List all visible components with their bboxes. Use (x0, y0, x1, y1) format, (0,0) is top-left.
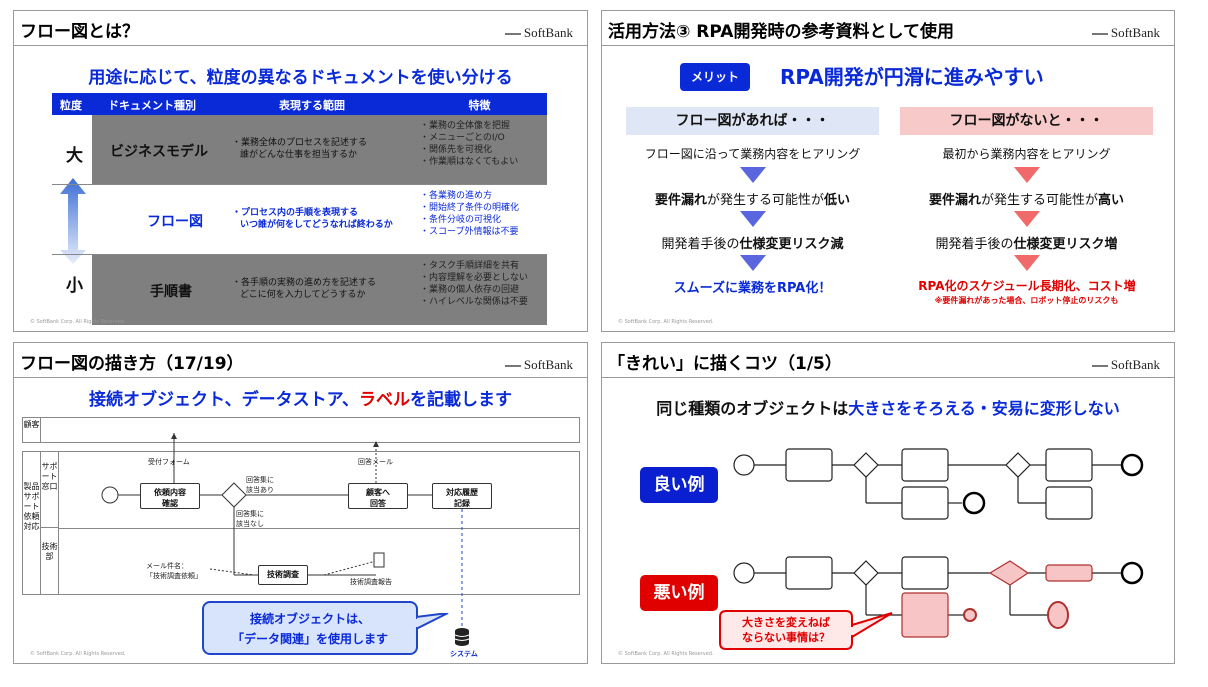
right-step-requirements: 要件漏れが発生する可能性が高い (928, 193, 1125, 208)
doc-type-manual: 手順書 (150, 284, 192, 300)
title-divider (14, 45, 587, 46)
slide-drawing-tips: 「きれい」に描くコツ（1/5） SoftBank 同じ種類のオブジェクトは大きさ… (601, 342, 1175, 664)
right-step-hearing: 最初から業務内容をヒアリング (942, 147, 1111, 161)
pool-label: 製品サポート依頼対応 (23, 452, 41, 594)
copyright: © SoftBank Corp. All Rights Reserved. (618, 651, 714, 657)
with-flow-header: フロー図があれば・・・ (626, 107, 879, 135)
title-divider (602, 377, 1174, 378)
doc-type-business-model: ビジネスモデル (110, 144, 208, 160)
task-tech-investigation: 技術調査 (258, 565, 308, 585)
callout-size-question: 大きさを変えねばならない事情は？ (742, 616, 830, 644)
header-doc-type: ドキュメント種別 (108, 99, 196, 112)
task-reply-customer: 顧客へ回答 (348, 483, 408, 509)
features-list: ・タスク手順詳細を共有・内容理解を必要としない・業務の個人依存の回避・ハイレベル… (420, 261, 529, 307)
scope-text: ・プロセス内の手順を表現するいつ誰が何をしてどうなれば終わるか (232, 208, 393, 230)
slide-heading: 接続オブジェクト、データストア、ラベルを記載します (89, 390, 512, 410)
slide-title: フロー図の描き方（17/19） (20, 354, 244, 374)
down-arrow-icon (740, 167, 766, 183)
task-confirm-request: 依頼内容確認 (140, 483, 200, 509)
slide-rpa-reference: 活用方法③ RPA開発時の参考資料として使用 SoftBank メリット RPA… (601, 10, 1175, 332)
scope-text: ・各手順の実務の進め方を記述するどこに何を入力してどうするか (232, 278, 377, 300)
task-record-history: 対応履歴記録 (432, 483, 492, 509)
database-icon (454, 628, 470, 646)
copyright: © SoftBank Corp. All Rights Reserved. (618, 319, 714, 325)
lane-support-label: サポート窓口 (41, 452, 59, 528)
lane-customer-label: 顧客 (23, 418, 41, 442)
callout-connector-note: 接続オブジェクトは、「データ関連」を使用します (202, 601, 418, 655)
copyright: © SoftBank Corp. All Rights Reserved. (30, 651, 126, 657)
down-arrow-icon (740, 255, 766, 271)
down-arrow-icon (1014, 211, 1040, 227)
left-step-hearing: フロー図に沿って業務内容をヒアリング (644, 147, 861, 161)
table-row: ビジネスモデル ・業務全体のプロセスを記述する誰がどんな仕事を担当するか ・業務… (52, 115, 547, 185)
slide-heading: 同じ種類のオブジェクトは大きさをそろえる・安易に変形しない (656, 399, 1120, 418)
merit-badge: メリット (680, 63, 750, 91)
down-arrow-icon (1014, 167, 1040, 183)
softbank-logo: SoftBank (504, 357, 573, 373)
callout-pointer (416, 613, 449, 631)
left-step-risk: 開発着手後の仕様変更リスク減 (661, 237, 844, 252)
slide-title: 「きれい」に描くコツ（1/5） (608, 354, 842, 374)
label-tech-report: 技術調査報告 (350, 578, 392, 586)
good-example-label: 良い例 (640, 467, 718, 503)
slide-flow-diagram-definition: フロー図とは？ SoftBank 用途に応じて、粒度の異なるドキュメントを使い分… (13, 10, 588, 332)
label-no-match-faq: 回答集に該当なし (236, 510, 264, 528)
bad-example-label: 悪い例 (640, 575, 718, 611)
scope-text: ・業務全体のプロセスを記述する誰がどんな仕事を担当するか (232, 138, 368, 160)
granularity-arrow-icon (60, 178, 86, 264)
example-flows (719, 448, 1144, 650)
softbank-logo: SoftBank (1091, 357, 1160, 373)
down-arrow-icon (1014, 255, 1040, 271)
table-row: フロー図 ・プロセス内の手順を表現するいつ誰が何をしてどうなれば終わるか ・各業… (52, 185, 547, 255)
right-step-risk: 開発着手後の仕様変更リスク増 (935, 237, 1118, 252)
down-arrow-icon (740, 211, 766, 227)
merit-headline: RPA開発が円滑に進みやすい (780, 65, 1044, 89)
label-receive-form: 受付フォーム (148, 458, 190, 466)
lane-tech-label: 技術部 (41, 528, 59, 594)
lane-customer: 顧客 (22, 417, 580, 443)
right-result: RPA化のスケジュール長期化、コスト増 (918, 279, 1136, 293)
header-features: 特徴 (468, 99, 491, 112)
left-step-requirements: 要件漏れが発生する可能性が低い (654, 193, 851, 208)
slide-flow-drawing: フロー図の描き方（17/19） SoftBank 接続オブジェクト、データストア… (13, 342, 588, 664)
table-row: 手順書 ・各手順の実務の進め方を記述するどこに何を入力してどうするか ・タスク手… (52, 255, 547, 325)
title-divider (14, 377, 587, 378)
label-matches-faq: 回答集に該当あり (246, 476, 274, 494)
label-system: システム (450, 650, 478, 658)
right-note: ※要件漏れがあった場合、ロボット停止のリスクも (934, 296, 1119, 305)
softbank-logo: SoftBank (504, 25, 573, 41)
softbank-logo: SoftBank (1091, 25, 1160, 41)
slide-title: 活用方法③ RPA開発時の参考資料として使用 (608, 22, 954, 42)
level-large: 大 (66, 146, 83, 166)
without-flow-header: フロー図がないと・・・ (900, 107, 1153, 135)
slide-title: フロー図とは？ (20, 22, 139, 42)
header-scope: 表現する範囲 (279, 99, 345, 112)
features-list: ・業務の全体像を把握・メニューごとのI/O・関係先を可視化・作業順はなくてもよい (420, 121, 519, 167)
level-small: 小 (66, 276, 83, 296)
table-header: 粒度 ドキュメント種別 表現する範囲 特徴 (52, 93, 547, 115)
label-mail-subject: メール件名：「技術調査依頼」 (146, 562, 202, 580)
slide-heading: 用途に応じて、粒度の異なるドキュメントを使い分ける (88, 68, 513, 88)
doc-type-flow-diagram: フロー図 (147, 214, 203, 230)
title-divider (602, 45, 1174, 46)
features-list: ・各業務の進め方・開始終了条件の明確化・条件分岐の可視化・スコープ外情報は不要 (420, 191, 520, 237)
header-granularity: 粒度 (60, 99, 82, 112)
flow-connectors (101, 433, 463, 631)
left-result: スムーズに業務をRPA化！ (673, 281, 832, 296)
label-reply-mail: 回答メール (358, 458, 393, 466)
copyright: © SoftBank Corp. All Rights Reserved. (30, 319, 126, 325)
